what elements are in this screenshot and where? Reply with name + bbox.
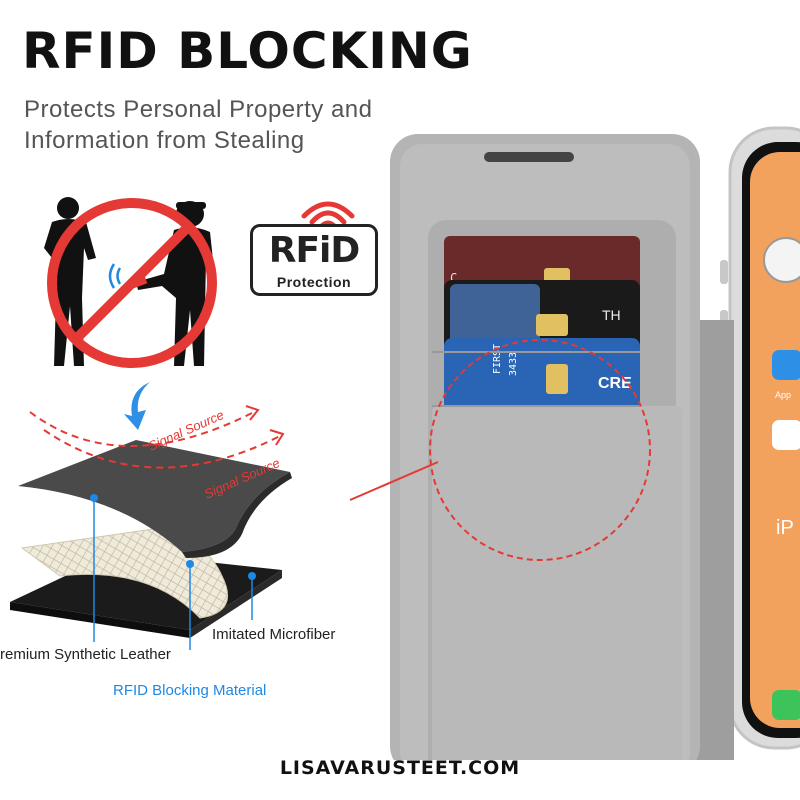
app-store-icon [772, 350, 800, 380]
layer-microfiber [18, 440, 290, 552]
clock-icon [763, 237, 800, 283]
thief-silhouette [136, 201, 216, 366]
brand-fragment: iP [776, 517, 794, 539]
label-leather: remium Synthetic Leather [0, 646, 171, 663]
material-layers-diagram [10, 382, 292, 650]
rfid-protection-badge: RFiD Protection [250, 224, 378, 296]
case-speaker-slot [484, 152, 574, 162]
svg-text:3433: 3433 [508, 352, 519, 376]
down-arrow-icon [124, 382, 150, 430]
app-label: App [775, 390, 791, 400]
svg-text:TH: TH [602, 307, 621, 323]
svg-text:FIRST: FIRST [492, 344, 503, 374]
watermark: LISAVARUSTEET.COM [279, 757, 521, 779]
label-rfid-material: RFID Blocking Material [113, 682, 267, 699]
prohibition-slash [71, 222, 193, 344]
phone-case-illustration: App iP C TH J CRE FIRST 3433 [349, 126, 800, 760]
subtitle-line-1: Protects Personal Property and [24, 96, 373, 123]
highlight-circle [429, 339, 651, 561]
badge-sub-text: Protection [276, 274, 352, 290]
svg-text:C: C [450, 271, 457, 285]
card-slot-front [432, 406, 682, 760]
page-subtitle: Protects Personal Property and Informati… [24, 94, 424, 156]
phone-call-icon [772, 690, 800, 720]
label-microfiber: Imitated Microfiber [212, 626, 336, 643]
no-pickpocket-icon [44, 197, 217, 368]
prohibition-circle [47, 198, 217, 368]
health-icon [772, 420, 800, 450]
subtitle-line-2: Information from Stealing [24, 127, 305, 154]
svg-text:CRE: CRE [598, 375, 632, 392]
badge-main-text: RFiD [268, 230, 361, 271]
page-title: RFID BLOCKING [22, 22, 473, 80]
highlight-pointer-line [349, 461, 439, 501]
